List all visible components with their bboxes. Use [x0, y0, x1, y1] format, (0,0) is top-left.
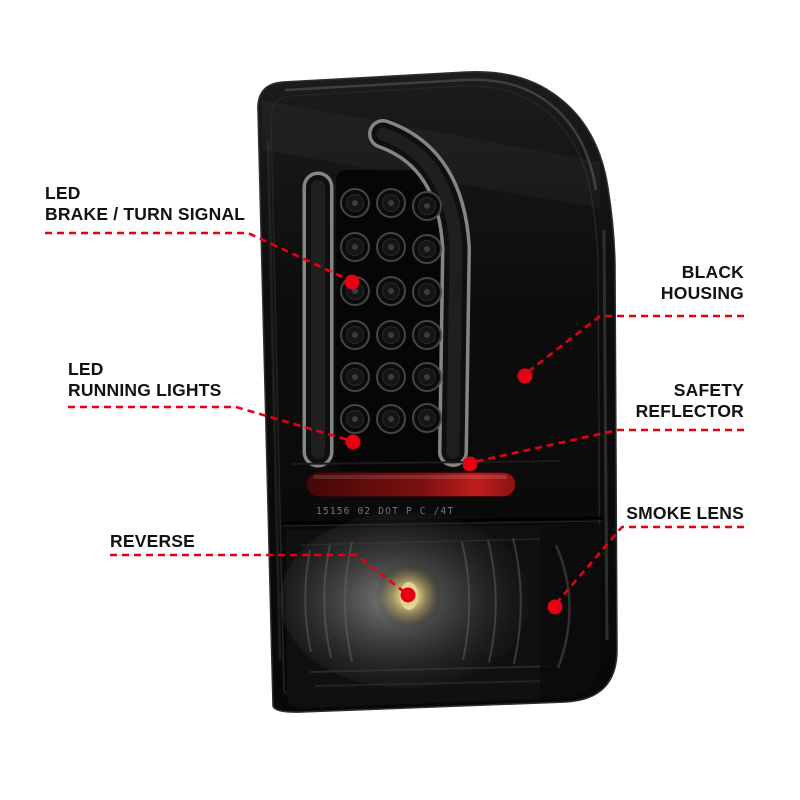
callout-safety-reflector: SAFETY REFLECTOR	[636, 380, 744, 422]
callout-led-running-lights: LED RUNNING LIGHTS	[68, 359, 222, 401]
callout-dot-reverse	[400, 587, 416, 603]
callout-led-brake-turn-signal: LED BRAKE / TURN SIGNAL	[45, 183, 245, 225]
safety-reflector-strip	[305, 471, 517, 498]
smoke-lens-corner	[540, 524, 603, 700]
fresnel-ridges	[304, 537, 522, 665]
callout-label-line: REVERSE	[110, 531, 196, 551]
callout-label-line: LED	[45, 183, 81, 203]
callout-dot-reflector	[462, 456, 478, 472]
callout-line-reverse	[110, 553, 408, 596]
callout-label-line: BLACK	[681, 262, 744, 282]
callout-dot-brake	[344, 274, 360, 290]
callout-line-reflector	[468, 428, 744, 465]
callout-label-line: HOUSING	[660, 283, 744, 303]
callout-label-line: LED	[68, 359, 104, 379]
callout-line-smoke	[553, 525, 744, 607]
callout-label-line: REFLECTOR	[635, 401, 744, 421]
callout-reverse: REVERSE	[110, 531, 195, 552]
callout-label-line: BRAKE / TURN SIGNAL	[45, 204, 246, 224]
callout-dot-running	[345, 434, 361, 450]
callout-label-line: SAFETY	[673, 380, 744, 400]
callout-black-housing: BLACK HOUSING	[661, 262, 744, 304]
callout-smoke-lens: SMOKE LENS	[626, 503, 744, 524]
callout-dot-smoke	[547, 599, 563, 615]
callout-line-brake	[45, 231, 352, 283]
curved-light-bar	[368, 119, 472, 467]
callout-line-running	[68, 405, 353, 443]
callout-line-housing	[523, 314, 744, 377]
callout-dot-housing	[517, 368, 533, 384]
led-section	[291, 119, 561, 472]
callout-label-line: RUNNING LIGHTS	[68, 380, 222, 400]
callout-label-line: SMOKE LENS	[626, 503, 744, 523]
lens-marking: 15156 02 DOT P C /4T	[316, 506, 454, 517]
